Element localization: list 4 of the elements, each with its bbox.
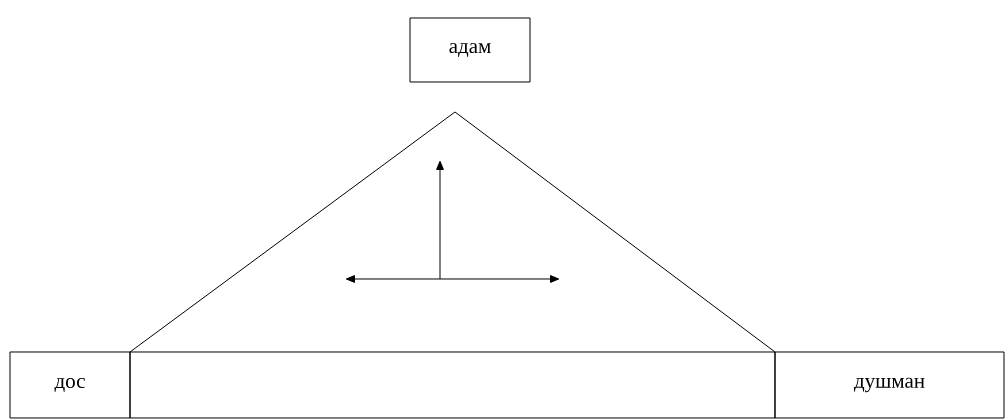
table-cell: дос: [9, 351, 131, 419]
table-cell: душман: [774, 351, 1005, 419]
table-cell: [129, 351, 776, 419]
label-box: адам: [409, 17, 531, 83]
